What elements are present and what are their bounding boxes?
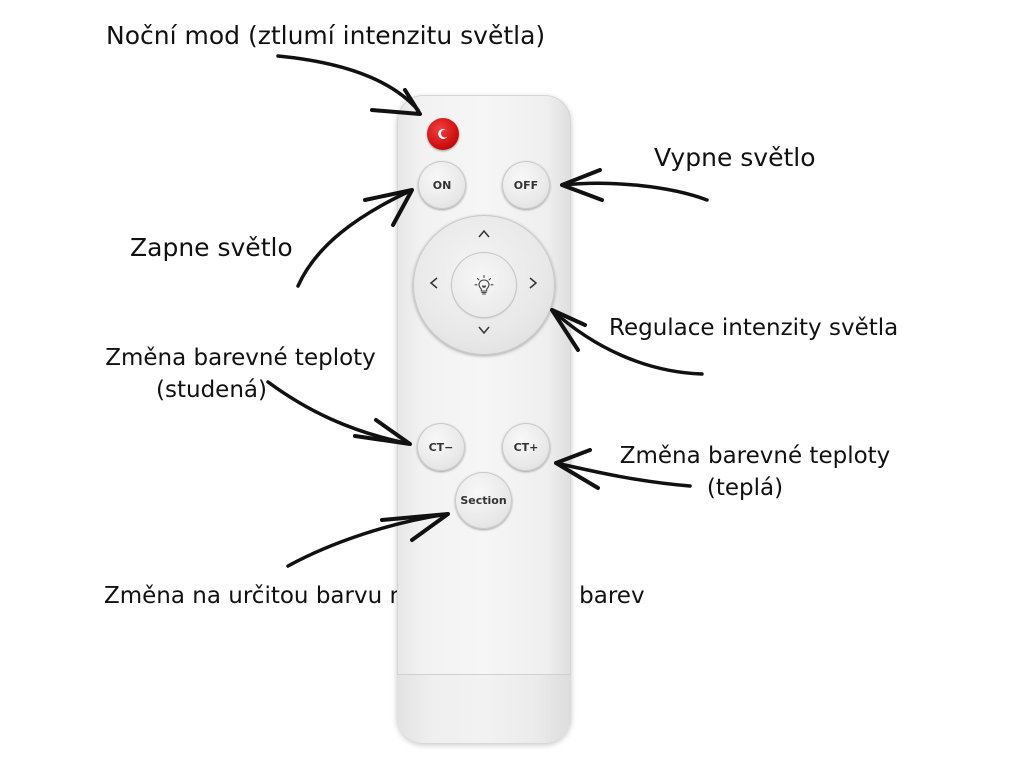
label-ct-warm-line1: Změna barevné teploty bbox=[619, 443, 891, 469]
label-ct-cold-line1: Změna barevné teploty bbox=[105, 345, 376, 371]
on-button-label: ON bbox=[432, 178, 452, 192]
ct-plus-button[interactable]: CT+ bbox=[502, 423, 550, 471]
label-turn-off: Vypne světlo bbox=[654, 143, 816, 172]
off-button-label: OFF bbox=[513, 178, 539, 192]
label-night-mode: Noční mod (ztlumí intenzitu světla) bbox=[106, 21, 546, 50]
dpad-right-button[interactable] bbox=[523, 273, 543, 293]
chevron-right-icon bbox=[529, 277, 538, 289]
label-ct-warm: Změna barevné teploty (teplá) bbox=[602, 440, 908, 504]
arrow-turn-on bbox=[296, 188, 414, 288]
moon-icon bbox=[438, 128, 448, 139]
arrow-turn-off bbox=[560, 168, 709, 202]
label-turn-on: Zapne světlo bbox=[130, 233, 293, 262]
chevron-left-icon bbox=[429, 277, 438, 289]
dpad-left-button[interactable] bbox=[424, 273, 444, 293]
ct-plus-label: CT+ bbox=[513, 440, 539, 454]
dpad-up-button[interactable] bbox=[474, 224, 494, 244]
label-ct-warm-line2: (teplá) bbox=[706, 475, 784, 501]
section-button[interactable]: Section bbox=[455, 472, 512, 529]
section-label: Section bbox=[460, 494, 507, 507]
night-mode-button[interactable] bbox=[427, 118, 459, 150]
chevron-down-icon bbox=[478, 326, 490, 335]
on-button[interactable]: ON bbox=[418, 161, 466, 209]
ct-minus-button[interactable]: CT− bbox=[417, 423, 465, 471]
chevron-up-icon bbox=[478, 229, 490, 238]
label-brightness: Regulace intenzity světla bbox=[609, 315, 899, 341]
arrow-night-mode bbox=[276, 54, 422, 116]
dpad-down-button[interactable] bbox=[474, 320, 494, 340]
dpad-center-button[interactable] bbox=[452, 253, 516, 317]
label-ct-cold: Změna barevné teploty (studená) bbox=[88, 342, 393, 406]
ct-minus-label: CT− bbox=[428, 440, 454, 454]
remote-battery-cover bbox=[397, 674, 571, 743]
light-bulb-icon bbox=[474, 274, 494, 295]
label-ct-cold-line2: (studená) bbox=[156, 377, 267, 403]
off-button[interactable]: OFF bbox=[502, 161, 550, 209]
